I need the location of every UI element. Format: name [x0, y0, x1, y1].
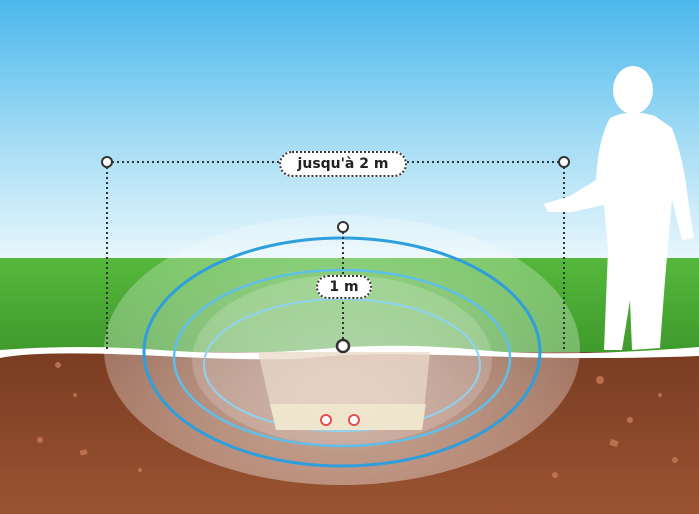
range-handle-left [101, 156, 113, 168]
device-dot-left [320, 414, 332, 426]
device-dot-right [348, 414, 360, 426]
person-silhouette-icon [544, 66, 694, 350]
soil-specks [37, 362, 678, 478]
range-handle-right [558, 156, 570, 168]
depth-handle-bottom [335, 338, 351, 354]
buried-box-fill [270, 404, 426, 430]
range-measure [106, 161, 565, 350]
depth-handle-top [337, 221, 349, 233]
depth-label: 1 m [316, 275, 372, 299]
range-label: jusqu'à 2 m [279, 151, 407, 177]
detection-line-middle [172, 268, 512, 448]
